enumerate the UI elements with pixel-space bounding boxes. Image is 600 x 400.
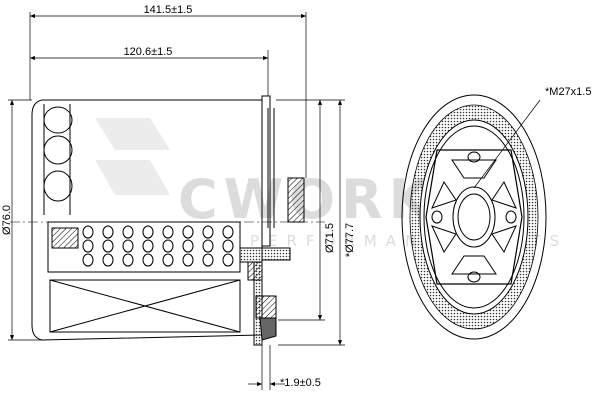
end-view-thread-inner	[457, 193, 491, 241]
pleat-hole	[142, 253, 154, 267]
pleat-hole	[162, 253, 174, 267]
pleat-hole	[182, 239, 194, 253]
pleat-hole	[202, 239, 214, 253]
dim-body-length-label: 120.6±1.5	[124, 46, 173, 58]
pleat-hole	[162, 239, 174, 253]
can-detents	[43, 104, 73, 215]
dim-gasket-offset-label: *1.9±0.5	[280, 377, 321, 389]
side-view	[10, 95, 325, 346]
thread-nipple	[287, 177, 305, 223]
pleat-hole	[202, 225, 214, 239]
end-view-oil-holes	[431, 159, 517, 275]
pleat-hole	[82, 253, 94, 267]
pleat-holes	[82, 225, 234, 267]
watermark-logo-mark	[95, 118, 170, 195]
pleat-hole	[222, 253, 234, 267]
dim-overall-length-label: 141.5±1.5	[144, 4, 193, 16]
can-end-cap	[261, 95, 271, 247]
end-view-small-holes	[431, 151, 517, 283]
pleat-hole	[122, 225, 134, 239]
end-view-thread-outer	[452, 186, 496, 248]
pleat-hole	[142, 225, 154, 239]
pleat-hole	[162, 225, 174, 239]
dim-gasket-diameters	[276, 99, 345, 346]
pleat-hole	[102, 253, 114, 267]
pleat-hole	[82, 239, 94, 253]
thread-label: *M27x1.5	[545, 86, 591, 98]
dim-body-diameter-label: Ø76.0	[1, 205, 13, 235]
pleat-hole	[182, 225, 194, 239]
pleat-hole	[222, 239, 234, 253]
dim-body-diameter	[8, 99, 42, 341]
pleat-hole	[122, 253, 134, 267]
pleat-hole	[102, 225, 114, 239]
pleat-hole	[182, 253, 194, 267]
dim-gasket-inner-label: Ø71.5	[324, 223, 336, 253]
pleat-hole	[202, 253, 214, 267]
pleat-hole	[82, 225, 94, 239]
bottom-media-box	[49, 279, 241, 333]
dim-gasket-outer-label: *Ø77.7	[344, 223, 356, 257]
dim-gasket-offset	[248, 345, 285, 390]
end-view-base-plate	[425, 149, 523, 285]
pleat-hole	[142, 239, 154, 253]
end-view	[401, 94, 547, 340]
dim-body-length	[30, 50, 269, 96]
pleat-hole	[222, 225, 234, 239]
base-plate-section	[239, 247, 291, 346]
end-view-outer-rim	[401, 94, 547, 340]
pleat-hole	[122, 239, 134, 253]
pleat-hole	[102, 239, 114, 253]
